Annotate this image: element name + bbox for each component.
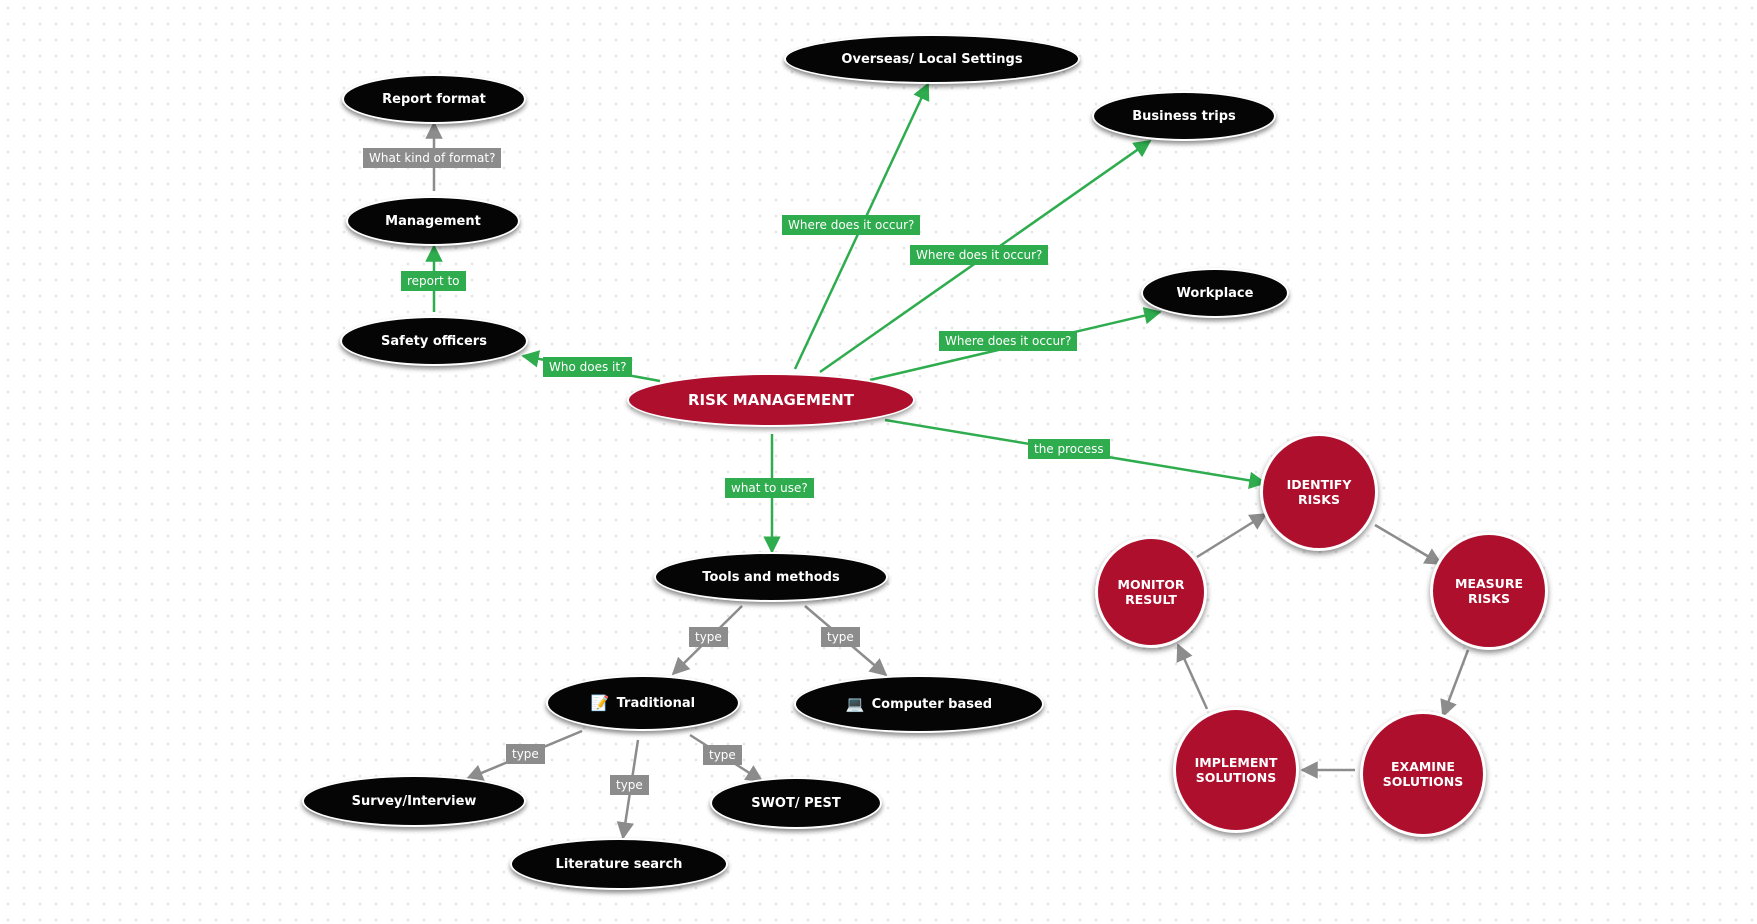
edge-label-what-to-use: what to use? (725, 478, 814, 498)
node-label: Computer based (871, 696, 993, 712)
edge-identify-measure (1374, 523, 1443, 566)
node-survey-interview[interactable]: Survey/Interview (302, 775, 526, 827)
node-overseas-local-settings[interactable]: Overseas/ Local Settings (784, 34, 1080, 84)
edge-label-type-literature: type (610, 775, 649, 795)
node-business-trips[interactable]: Business trips (1092, 91, 1276, 141)
edge-label-who-does-it: Who does it? (543, 357, 633, 377)
edge-label-what-format: What kind of format? (363, 148, 502, 168)
node-label: MONITOR RESULT (1117, 577, 1185, 607)
node-measure-risks[interactable]: MEASURE RISKS (1430, 532, 1548, 650)
node-label: Report format (382, 91, 486, 107)
node-management[interactable]: Management (346, 196, 520, 246)
edge-monitor-identify (1196, 512, 1268, 559)
node-report-format[interactable]: Report format (342, 74, 526, 124)
node-label: MEASURE RISKS (1455, 576, 1523, 606)
node-label: IMPLEMENT SOLUTIONS (1194, 755, 1278, 785)
edge-label-report-to: report to (401, 271, 466, 291)
edge-label-type-computer: type (821, 627, 860, 647)
node-label: SWOT/ PEST (751, 795, 841, 811)
node-computer-based[interactable]: 💻 Computer based (794, 675, 1044, 733)
node-implement-solutions[interactable]: IMPLEMENT SOLUTIONS (1173, 707, 1299, 833)
node-label: Workplace (1176, 285, 1254, 301)
laptop-icon: 💻 (845, 695, 865, 713)
node-label: Survey/Interview (351, 793, 477, 809)
node-traditional[interactable]: 📝 Traditional (546, 675, 740, 731)
node-label: Safety officers (381, 333, 487, 349)
edge-label-where-business: Where does it occur? (910, 245, 1049, 265)
edge-label-the-process: the process (1028, 439, 1110, 459)
node-risk-management[interactable]: RISK MANAGEMENT (627, 373, 915, 427)
node-label: Tools and methods (702, 569, 840, 585)
node-literature-search[interactable]: Literature search (510, 838, 728, 890)
node-label: Management (385, 213, 481, 229)
node-label: Overseas/ Local Settings (841, 51, 1023, 67)
node-examine-solutions[interactable]: EXAMINE SOLUTIONS (1360, 711, 1486, 837)
edge-label-type-swot: type (703, 745, 742, 765)
node-label: IDENTIFY RISKS (1286, 477, 1352, 507)
edge-label-type-traditional: type (689, 627, 728, 647)
node-label: Traditional (616, 695, 696, 711)
edge-label-where-workplace: Where does it occur? (939, 331, 1078, 351)
edge-measure-examine (1440, 649, 1470, 718)
node-label: Business trips (1132, 108, 1236, 124)
node-tools-and-methods[interactable]: Tools and methods (654, 552, 888, 602)
node-monitor-result[interactable]: MONITOR RESULT (1095, 536, 1207, 648)
node-label: RISK MANAGEMENT (688, 391, 854, 409)
node-label: Literature search (555, 856, 683, 872)
memo-icon: 📝 (590, 694, 610, 712)
edge-implement-monitor (1176, 643, 1209, 710)
node-label: EXAMINE SOLUTIONS (1382, 759, 1464, 789)
edge-label-type-survey: type (506, 744, 545, 764)
node-safety-officers[interactable]: Safety officers (340, 316, 528, 366)
node-workplace[interactable]: Workplace (1141, 268, 1289, 318)
node-identify-risks[interactable]: IDENTIFY RISKS (1260, 433, 1378, 551)
node-swot-pest[interactable]: SWOT/ PEST (710, 777, 882, 829)
edge-label-where-overseas: Where does it occur? (782, 215, 921, 235)
